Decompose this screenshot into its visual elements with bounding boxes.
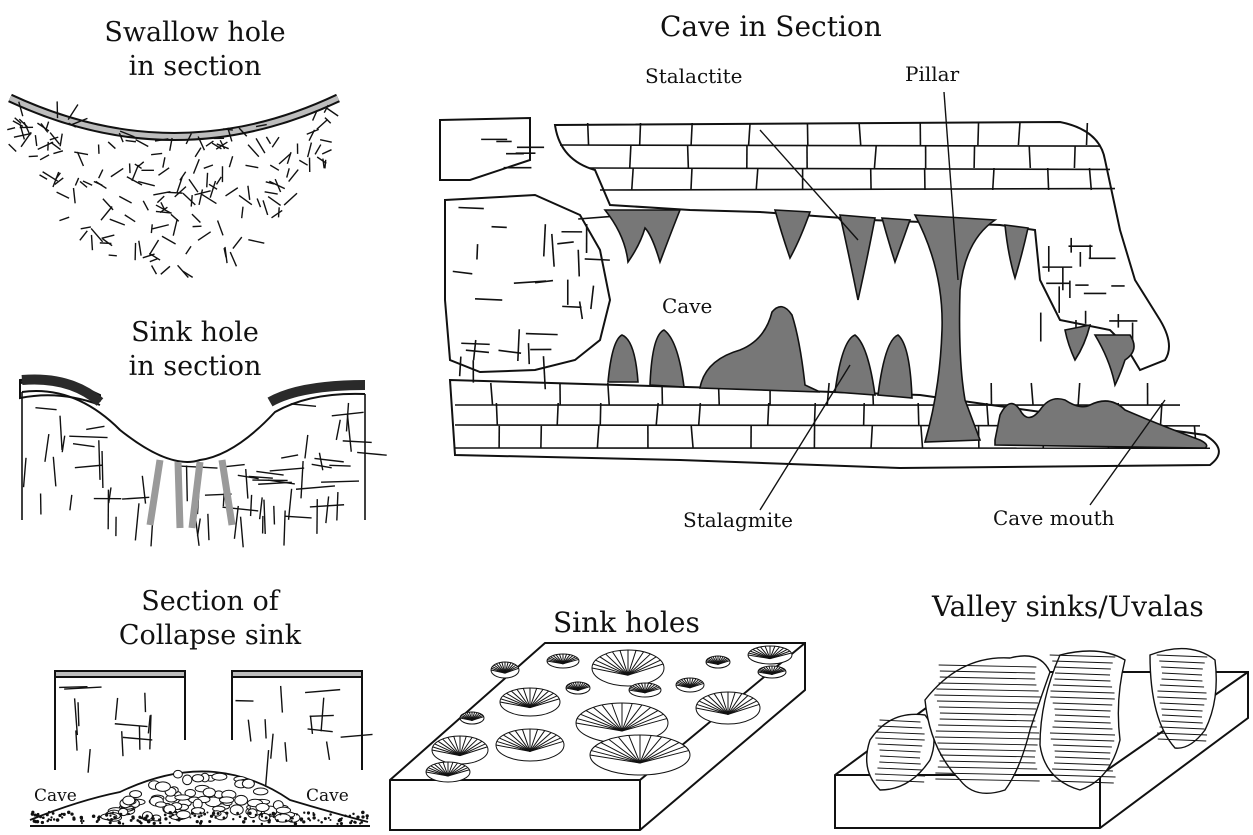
cave-mouth-label: Cave mouth: [993, 506, 1115, 530]
collapse-cave-right-label: Cave: [306, 786, 349, 806]
pillar-label: Pillar: [905, 62, 959, 86]
cave-label: Cave: [662, 294, 712, 318]
collapse-sink-title: Section of Collapse sink: [110, 585, 310, 653]
sink-hole-section: [20, 379, 387, 547]
swallow-hole-section: [7, 98, 338, 278]
sink-holes-block: [390, 643, 805, 830]
collapse-cave-left-label: Cave: [34, 786, 77, 806]
uvalas-block: [835, 649, 1248, 828]
swallow-hole-title: Swallow hole in section: [90, 16, 300, 84]
stalagmite-label: Stalagmite: [683, 508, 793, 532]
sink-holes-title: Sink holes: [553, 606, 700, 639]
cave-section: [440, 92, 1219, 510]
sink-hole-title: Sink hole in section: [100, 316, 290, 384]
stalactite-label: Stalactite: [645, 64, 743, 88]
cave-section-title: Cave in Section: [660, 10, 882, 43]
uvalas-title: Valley sinks/Uvalas: [932, 590, 1204, 623]
